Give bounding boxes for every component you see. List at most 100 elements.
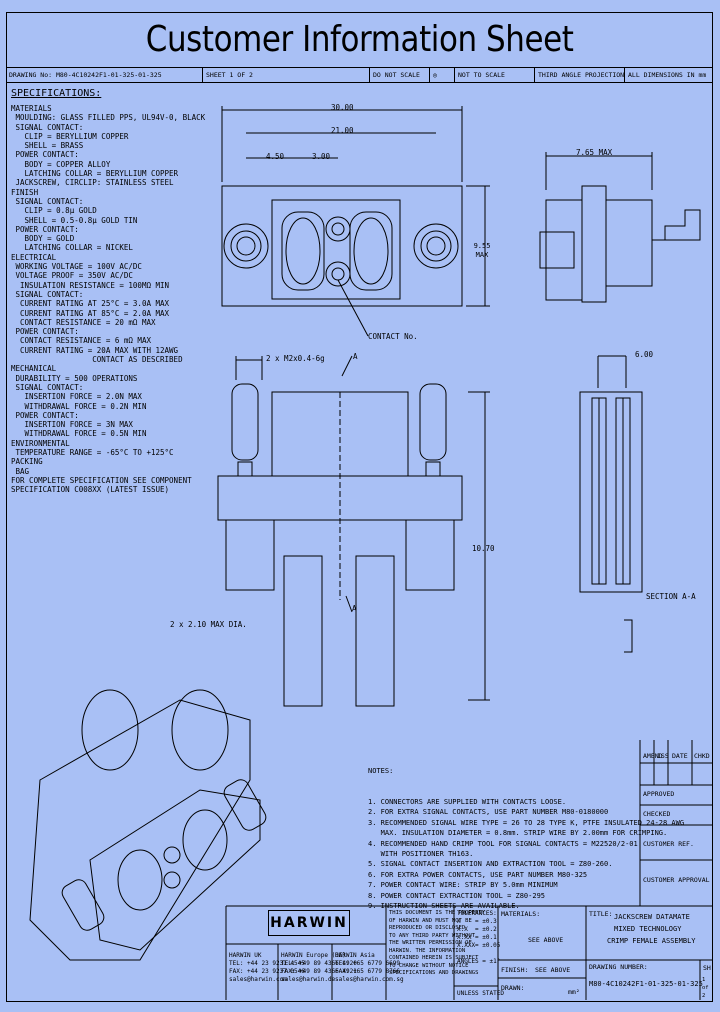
spec-line: BAG bbox=[11, 466, 30, 476]
projection-cell: THIRD ANGLE PROJECTION bbox=[535, 68, 625, 83]
spec-line: MECHANICAL bbox=[11, 364, 57, 374]
rev-header-iss: ISS bbox=[657, 752, 669, 760]
rev-header-amend: AMEND bbox=[643, 752, 663, 760]
spec-line: CURRENT RATING AT 85°C = 2.0A MAX bbox=[11, 308, 170, 318]
spec-line: SHELL = 0.5-0.8µ GOLD TIN bbox=[11, 215, 138, 225]
spec-line: INSERTION FORCE = 3N MAX bbox=[11, 420, 133, 430]
spec-line: BODY = COPPER ALLOY bbox=[11, 159, 111, 169]
dim-height: 9.55 MAX bbox=[473, 242, 491, 260]
spec-line: PACKING bbox=[11, 457, 43, 467]
spec-line: WITHDRAWAL FORCE = 0.5N MIN bbox=[11, 429, 147, 439]
disclaimer: THIS DOCUMENT IS THE PROPERTY OF HARWIN … bbox=[389, 910, 486, 976]
spec-line: CURRENT RATING AT 25°C = 3.0A MAX bbox=[11, 299, 170, 309]
drawn-label: DRAWN: bbox=[501, 984, 525, 992]
section-mark-top: A bbox=[353, 352, 358, 361]
note-line: 2. FOR EXTRA SIGNAL CONTACTS, USE PART N… bbox=[368, 808, 609, 817]
spec-line: BODY = GOLD bbox=[11, 234, 75, 244]
drawing-number-label: DRAWING NUMBER: bbox=[589, 963, 648, 971]
spec-line: WORKING VOLTAGE = 100V AC/DC bbox=[11, 262, 142, 272]
spec-line: POWER CONTACT: bbox=[11, 410, 79, 420]
rev-customer-approval: CUSTOMER APPROVAL bbox=[643, 876, 710, 884]
notes-block: NOTES: 1. CONNECTORS ARE SUPPLIED WITH C… bbox=[368, 745, 684, 922]
spec-list: MATERIALS MOULDING: GLASS FILLED PPS, UL… bbox=[11, 104, 205, 494]
spec-line: SPECIFICATION C008XX (LATEST ISSUE) bbox=[11, 485, 170, 495]
spec-line: CLIP = BERYLLIUM COPPER bbox=[11, 131, 129, 141]
dim-offset-a: 4.50 bbox=[266, 152, 285, 161]
spec-line: CURRENT RATING = 20A MAX WITH 12AWG bbox=[11, 345, 179, 355]
spec-line: SHELL = BRASS bbox=[11, 141, 84, 151]
section-a-a-view bbox=[579, 355, 643, 653]
spec-line: CONTACT RESISTANCE = 6 mΩ MAX bbox=[11, 336, 151, 346]
contact-label: CONTACT No. bbox=[368, 332, 418, 341]
office-asia: HARWIN Asia TEL: +65 6779 6699 FAX: +65 … bbox=[335, 952, 404, 983]
materials-value: SEE ABOVE bbox=[528, 936, 564, 944]
info-row: DRAWING No: M80-4C10242F1-01-325-01-325 … bbox=[6, 68, 713, 83]
dim-inner-width: 21.00 bbox=[331, 126, 354, 135]
dim-jackscrew: 2 x M2x0.4-6g bbox=[266, 354, 325, 363]
page-title: Customer Information Sheet bbox=[145, 19, 574, 60]
spec-line: INSULATION RESISTANCE = 100MΩ MIN bbox=[11, 280, 170, 290]
note-line: WITH POSITIONER TH163. bbox=[368, 850, 474, 859]
spec-line: POWER CONTACT: bbox=[11, 327, 79, 337]
dim-body-height: 10.70 bbox=[472, 544, 495, 553]
spec-line: SIGNAL CONTACT: bbox=[11, 196, 84, 206]
spec-line: LATCHING COLLAR = BERYLLIUM COPPER bbox=[11, 169, 179, 179]
spec-line: POWER CONTACT: bbox=[11, 224, 79, 234]
spec-line: CONTACT AS DESCRIBED bbox=[11, 355, 183, 365]
title-label: TITLE: bbox=[589, 910, 613, 918]
note-line: 5. SIGNAL CONTACT INSERTION AND EXTRACTI… bbox=[368, 860, 613, 869]
rev-checked: CHECKED bbox=[643, 810, 671, 818]
drawing-no-cell: DRAWING No: M80-4C10242F1-01-325-01-325 bbox=[6, 68, 203, 83]
harwin-logo: HARWIN bbox=[268, 910, 350, 936]
sheet-cell: SHEET 1 OF 2 bbox=[203, 68, 370, 83]
note-line: 6. FOR EXTRA POWER CONTACTS, USE PART NU… bbox=[368, 870, 588, 879]
note-line: 4. RECOMMENDED HAND CRIMP TOOL FOR SIGNA… bbox=[368, 839, 638, 848]
dims-cell: ALL DIMENSIONS IN mm bbox=[628, 71, 707, 79]
dim-overall-width: 30.00 bbox=[331, 103, 354, 112]
title-line-2: MIXED TECHNOLOGY bbox=[614, 925, 682, 933]
do-not-scale-cell: DO NOT SCALE bbox=[370, 68, 430, 83]
sheet-label: SH bbox=[703, 964, 711, 972]
finish-label: FINISH: bbox=[501, 966, 529, 974]
spec-line: ENVIRONMENTAL bbox=[11, 438, 70, 448]
projection-symbol: ◎ bbox=[430, 68, 455, 83]
drawing-sheet bbox=[6, 12, 713, 1002]
spec-line: MOULDING: GLASS FILLED PPS, UL94V-0, BLA… bbox=[11, 113, 206, 123]
title-line-1: JACKSCREW DATAMATE bbox=[614, 913, 690, 921]
section-a-a-label: SECTION A-A bbox=[646, 592, 696, 601]
title-line-3: CRIMP FEMALE ASSEMBLY bbox=[607, 937, 696, 945]
dim-section-top: 6.00 bbox=[635, 350, 654, 359]
rev-header-chkd: CHKD bbox=[694, 752, 710, 760]
tolerances: TOLERANCES: X = ±0.3 X.X = ±0.2 X.XX = ±… bbox=[457, 910, 501, 965]
spec-line: ELECTRICAL bbox=[11, 252, 57, 262]
top-section-view bbox=[217, 355, 490, 707]
dim-bottom-spec: 2 x 2.10 MAX DIA. bbox=[170, 620, 247, 629]
spec-line: LATCHING COLLAR = NICKEL bbox=[11, 243, 133, 253]
spec-line: MATERIALS bbox=[11, 104, 52, 113]
office-europe: HARWIN Europe (DE) TEL: +49 89 4366 4920… bbox=[281, 952, 357, 983]
rev-customer-ref: CUSTOMER REF. bbox=[643, 840, 694, 848]
scale-cell: NOT TO SCALE bbox=[455, 68, 535, 83]
spec-line: CONTACT RESISTANCE = 20 mΩ MAX bbox=[11, 317, 156, 327]
sheet-value: 1 of 2 bbox=[702, 977, 709, 999]
dim-side-depth: 7.65 MAX bbox=[576, 148, 613, 157]
unless-stated: UNLESS STATED bbox=[457, 990, 504, 997]
finish-value: SEE ABOVE bbox=[535, 966, 571, 974]
spec-line: SIGNAL CONTACT: bbox=[11, 382, 84, 392]
materials-label: MATERIALS: bbox=[501, 910, 541, 918]
side-view bbox=[539, 152, 701, 303]
note-line: MAX. INSULATION DIAMETER = 0.8mm. STRIP … bbox=[368, 829, 668, 838]
spec-line: VOLTAGE PROOF = 350V AC/DC bbox=[11, 271, 133, 281]
drawing-number: M80-4C10242F1-01-325-01-325 bbox=[589, 980, 703, 988]
spec-line: TEMPERATURE RANGE = -65°C TO +125°C bbox=[11, 447, 174, 457]
rev-approved: APPROVED bbox=[643, 790, 675, 798]
office-uk: HARWIN UK TEL: +44 23 9231 4545 FAX: +44… bbox=[229, 952, 305, 983]
spec-line: JACKSCREW, CIRCLIP: STAINLESS STEEL bbox=[11, 178, 174, 188]
area-unit: mm² bbox=[568, 988, 580, 996]
note-line: 7. POWER CONTACT WIRE: STRIP BY 5.0mm MI… bbox=[368, 881, 558, 890]
rev-header-date: DATE bbox=[672, 752, 688, 760]
spec-line: FOR COMPLETE SPECIFICATION SEE COMPONENT bbox=[11, 475, 192, 485]
spec-heading: SPECIFICATIONS: bbox=[11, 88, 102, 99]
note-line: 3. RECOMMENDED SIGNAL WIRE TYPE = 26 TO … bbox=[368, 818, 685, 827]
